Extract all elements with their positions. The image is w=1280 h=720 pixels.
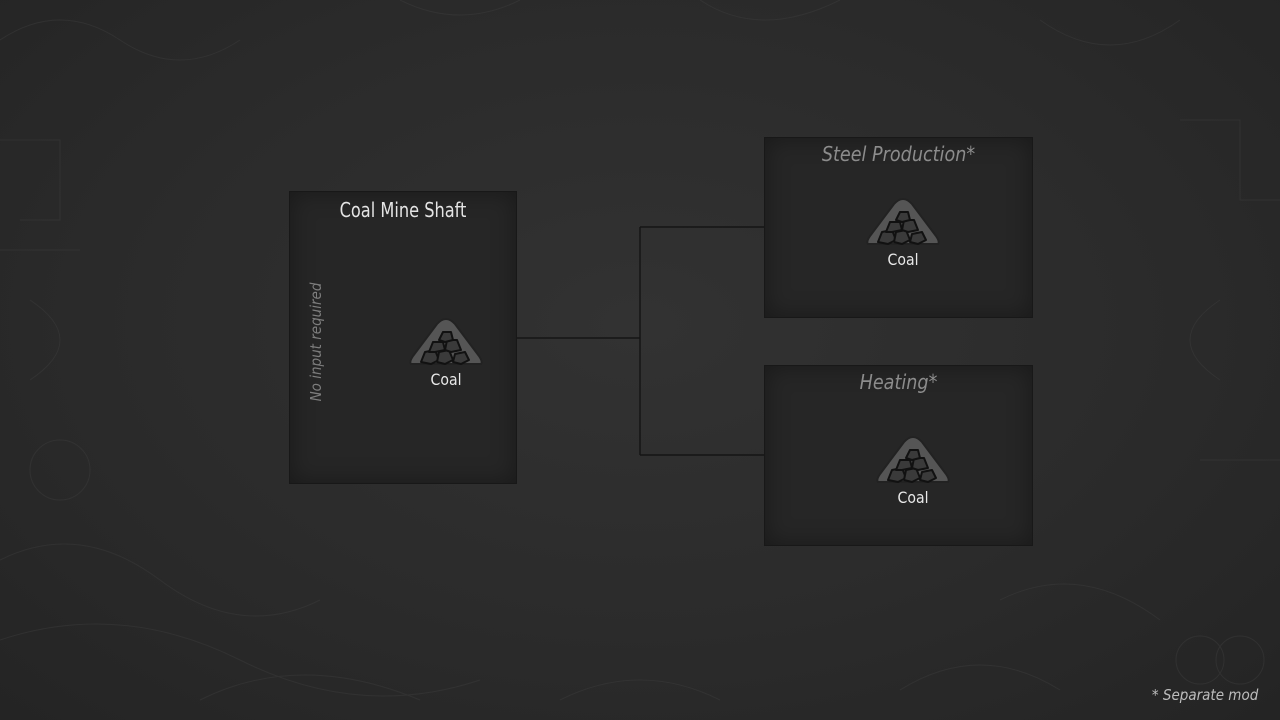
coal-input[interactable]: Coal — [868, 434, 958, 507]
separate-mod-footnote: * Separate mod — [1151, 686, 1258, 704]
coal-input[interactable]: Coal — [858, 196, 948, 269]
resource-label: Coal — [897, 488, 929, 507]
node-title: Steel Production* — [821, 142, 976, 166]
heating-node[interactable]: Heating* Coal — [764, 365, 1033, 546]
steel-production-node[interactable]: Steel Production* Coal — [764, 137, 1033, 318]
coal-output[interactable]: Coal — [401, 316, 491, 389]
coal-mine-shaft-node[interactable]: Coal Mine Shaft No input required Coal — [289, 191, 517, 484]
coal-pile-icon — [866, 198, 940, 245]
node-title: Heating* — [859, 370, 938, 394]
coal-pile-icon — [409, 318, 483, 365]
node-title: Coal Mine Shaft — [339, 198, 467, 222]
coal-pile-icon — [876, 436, 950, 483]
resource-label: Coal — [887, 250, 919, 269]
resource-label: Coal — [430, 370, 462, 389]
